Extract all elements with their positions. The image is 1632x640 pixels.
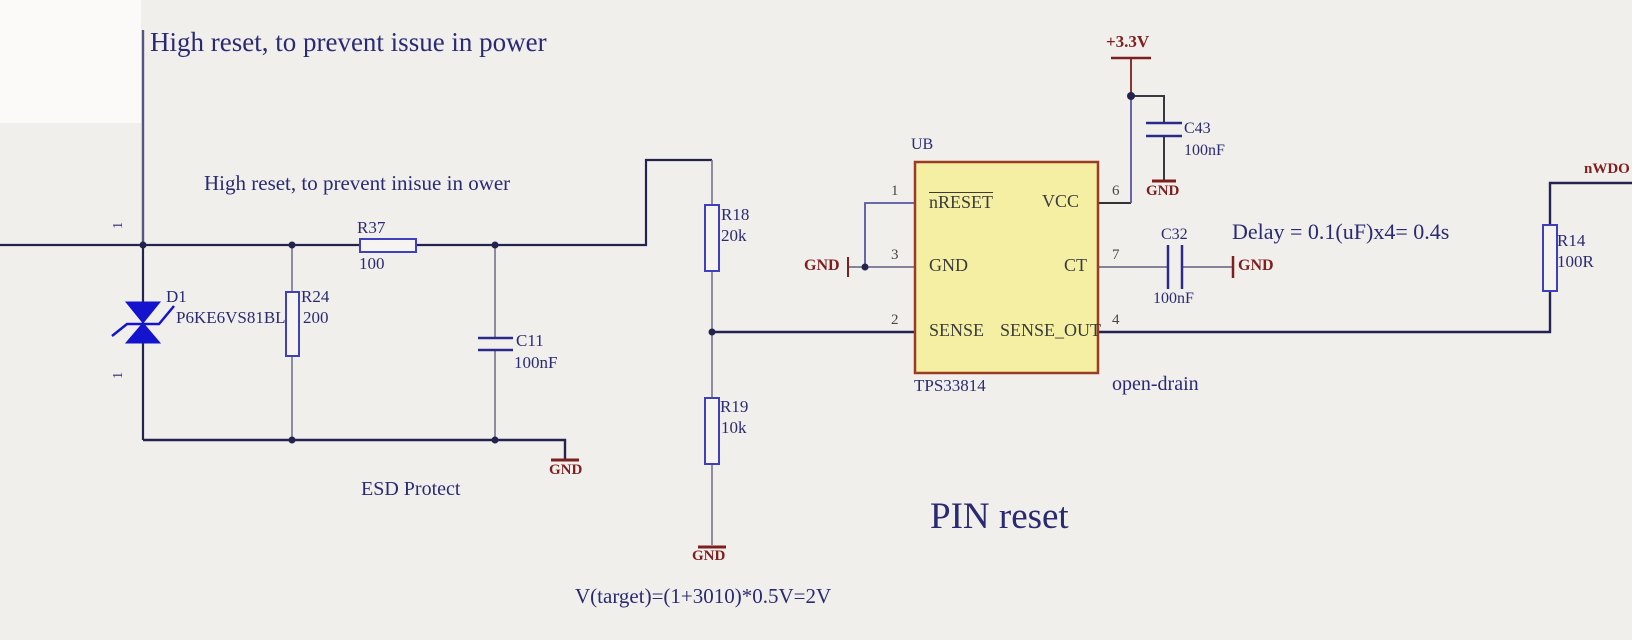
gnd-label-esd: GND	[549, 462, 583, 478]
junction-dot	[1127, 92, 1135, 100]
note-top: High reset, to prevent issue in power	[150, 27, 547, 57]
page-title: PIN reset	[930, 496, 1069, 537]
ic-pin-name-gnd: GND	[929, 255, 968, 275]
gnd-label-c43: GND	[1146, 183, 1180, 199]
ic-pin-name-ct: CT	[1064, 255, 1088, 275]
c43-ref-label: C43	[1184, 120, 1211, 137]
r18-body	[704, 204, 720, 272]
ic-pin-number-1: 1	[891, 183, 899, 199]
r19-value-label: 10k	[721, 418, 747, 437]
r24-value-label: 200	[303, 308, 329, 327]
d1-ref-label: D1	[166, 287, 187, 306]
ic-pin-name-nreset: nRESET	[929, 192, 994, 212]
d1-diode-bottom-triangle	[124, 322, 162, 344]
ic-pin-name-sense-out: SENSE_OUT	[1000, 320, 1102, 340]
r24-body	[285, 291, 300, 357]
c32-capacitor-plates	[1166, 245, 1184, 289]
d1-diode-top-triangle	[124, 301, 162, 324]
nreset-jumper-wire	[864, 202, 915, 267]
note-formula: V(target)=(1+3010)*0.5V=2V	[575, 584, 832, 608]
d1-value-label: P6KE6VS81BL	[176, 308, 286, 327]
ic-pin-number-6: 6	[1112, 183, 1120, 199]
r37-body	[359, 238, 417, 253]
r24-ref-label: R24	[301, 287, 330, 306]
note-open-drain: open-drain	[1112, 373, 1199, 395]
d1-pin-marker-top: 1	[111, 221, 127, 229]
scan-light-patch	[0, 0, 141, 123]
ic-pin-name-sense: SENSE	[929, 320, 985, 340]
gnd-label-c32: GND	[1238, 257, 1274, 274]
d1-diode-bar	[111, 305, 175, 337]
r14-body	[1542, 224, 1558, 292]
junction-dots	[139, 92, 1135, 444]
r37-value-label: 100	[359, 254, 385, 273]
r37-ref-label: R37	[357, 218, 386, 237]
ic-ref-label: UB	[911, 136, 934, 153]
gnd-label-pin3: GND	[804, 257, 840, 274]
c43-value-label: 100nF	[1184, 142, 1225, 159]
v33-power-label: +3.3V	[1106, 32, 1150, 51]
ic-part-label: TPS33814	[914, 376, 986, 395]
ic-pin-number-7: 7	[1112, 247, 1120, 263]
ground-bus-wire	[143, 438, 567, 459]
junction-dot	[288, 436, 296, 444]
ic-pin-number-4: 4	[1112, 312, 1120, 328]
junction-dot	[708, 328, 716, 336]
junction-dot	[288, 241, 296, 249]
c43-branch-wire	[1131, 95, 1165, 180]
r18-ref-label: R18	[721, 205, 750, 224]
c32-value-label: 100nF	[1153, 290, 1194, 307]
nwdo-net-label: nWDO	[1584, 161, 1630, 177]
ic-pin-name-vcc: VCC	[1042, 191, 1080, 211]
ic-pin-number-2: 2	[891, 312, 899, 328]
note-esd-protect: ESD Protect	[361, 478, 461, 500]
ic-pin-number-3: 3	[891, 247, 899, 263]
c11-value-label: 100nF	[514, 353, 558, 372]
junction-dot	[491, 241, 499, 249]
c43-capacitor-plates	[1146, 121, 1182, 138]
c32-ref-label: C32	[1161, 226, 1188, 243]
junction-dot	[491, 436, 499, 444]
r18-value-label: 20k	[721, 226, 747, 245]
note-mid: High reset, to prevent inisue in ower	[204, 171, 511, 195]
r19-body	[704, 397, 720, 465]
c11-ref-label: C11	[516, 331, 544, 350]
d1-pin-marker-bottom: 1	[111, 371, 127, 379]
main-signal-wire	[0, 158, 712, 247]
c11-capacitor-plates	[478, 336, 513, 352]
r14-ref-label: R14	[1557, 231, 1586, 250]
note-delay: Delay = 0.1(uF)x4= 0.4s	[1232, 219, 1450, 244]
junction-dot	[861, 263, 869, 271]
junction-dot	[139, 241, 147, 249]
ic-body	[913, 160, 1100, 375]
r19-ref-label: R19	[720, 397, 749, 416]
gnd-label-r19: GND	[692, 548, 726, 564]
r14-value-label: 100R	[1557, 252, 1594, 271]
